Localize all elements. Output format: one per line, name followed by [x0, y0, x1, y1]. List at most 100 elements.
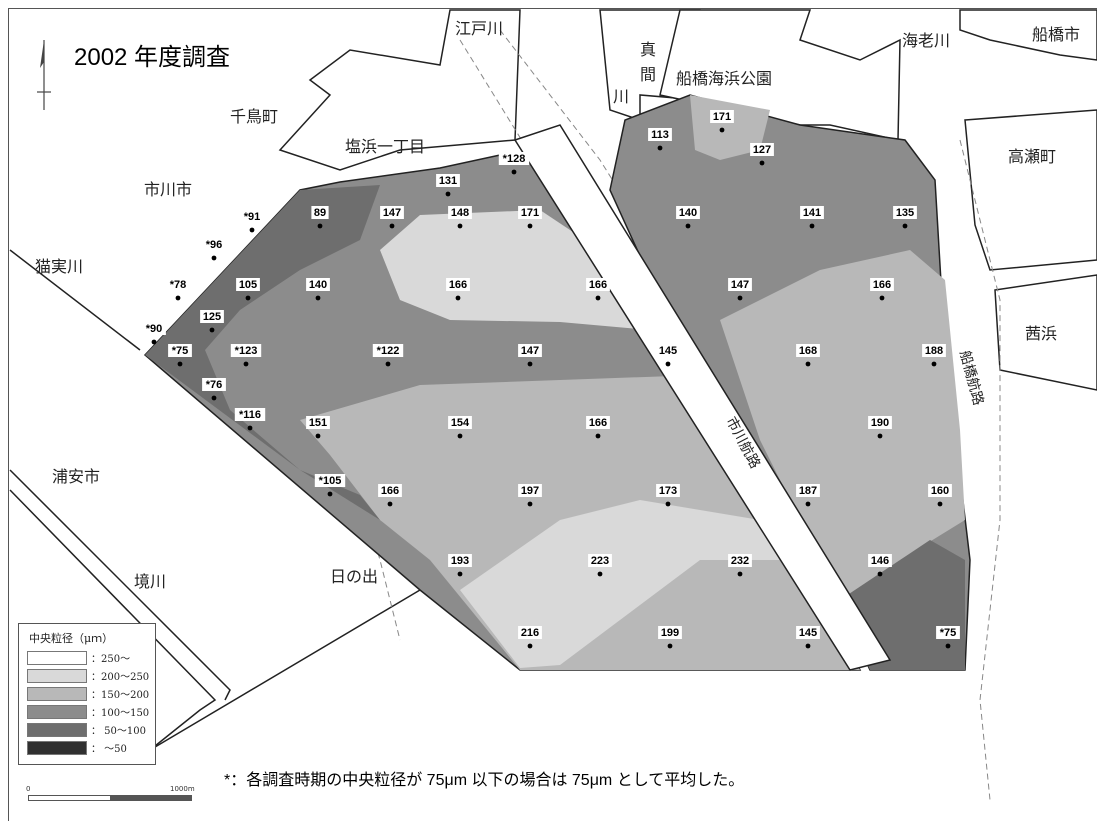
legend-label-150-200: ：150～200 — [91, 690, 150, 701]
station-label-bg — [656, 344, 680, 357]
station-label: 193 — [451, 555, 469, 567]
station-49: 145 — [796, 626, 820, 649]
label-ichikawa-city: 市川市 — [144, 180, 192, 199]
scale-bar-graphic — [28, 795, 192, 801]
station-dot — [879, 295, 885, 301]
station-41: 187 — [796, 484, 820, 507]
station-35: 166 — [586, 416, 610, 439]
station-dot — [665, 361, 671, 367]
zone-50-100-west — [145, 185, 380, 520]
station-38: 166 — [378, 484, 402, 507]
station-28: 145 — [656, 344, 680, 367]
label-shiohama: 塩浜一丁目 — [345, 137, 425, 156]
shorelines — [9, 249, 421, 751]
station-13: *91 — [240, 210, 264, 233]
station-label: 160 — [931, 485, 949, 497]
station-25: *123 — [230, 344, 262, 367]
station-label-bg — [378, 484, 402, 497]
land-chidoricho — [278, 9, 521, 171]
station-label: 146 — [871, 555, 889, 567]
station-label-bg — [202, 378, 226, 391]
station-50: *75 — [936, 626, 960, 649]
station-label: 147 — [521, 345, 539, 357]
legend-label-200-250: ：200～250 — [91, 672, 150, 683]
station-label: 140 — [309, 279, 327, 291]
station-dot — [667, 643, 673, 649]
label-urayasu-city: 浦安市 — [52, 467, 100, 486]
station-dot — [457, 433, 463, 439]
land-outlines — [278, 9, 1097, 391]
station-label: 145 — [799, 627, 817, 639]
station-6: 89 — [311, 206, 329, 229]
station-label: 171 — [713, 111, 731, 123]
station-label-bg — [518, 484, 542, 497]
land-takasecho — [964, 109, 1097, 271]
station-label: 127 — [753, 144, 771, 156]
station-label-bg — [380, 206, 404, 219]
footnote: *：各調査時期の中央粒径が 75μm 以下の場合は 75μm として平均した。 — [210, 764, 930, 798]
label-nekozanegawa: 猫実川 — [35, 257, 83, 276]
station-label-bg — [236, 278, 260, 291]
legend-title: 中央粒径（μｍ） — [29, 632, 114, 645]
label-mamagawa-3: 川 — [613, 87, 629, 106]
station-21: 166 — [870, 278, 894, 301]
station-dot — [211, 395, 217, 401]
station-label-bg — [750, 143, 774, 156]
station-label-bg — [436, 174, 460, 187]
station-dot — [931, 361, 937, 367]
label-chidoricho: 千鳥町 — [230, 107, 278, 126]
station-dot — [247, 425, 253, 431]
station-dot — [527, 643, 533, 649]
station-dot — [937, 501, 943, 507]
station-dot — [719, 127, 725, 133]
station-dot — [527, 223, 533, 229]
station-label-bg — [893, 206, 917, 219]
legend-label-50: ： ～50 — [91, 744, 127, 755]
legend-row-50-100: ： 50～100 — [27, 722, 146, 737]
label-ebigawa: 海老川 — [902, 31, 950, 50]
station-29: 168 — [796, 344, 820, 367]
scale-end: 1000m — [170, 785, 195, 793]
station-label: 113 — [651, 129, 669, 141]
label-funabashi-city: 船橋市 — [1032, 25, 1080, 44]
station-label-bg — [448, 554, 472, 567]
station-label-bg — [796, 344, 820, 357]
station-label: 166 — [589, 279, 607, 291]
station-dot — [595, 295, 601, 301]
station-label: *90 — [146, 323, 163, 335]
shoreline-nekozane — [9, 249, 141, 351]
station-label-bg — [518, 206, 542, 219]
station-label: 166 — [589, 417, 607, 429]
label-mamagawa-2: 間 — [640, 65, 656, 84]
station-label-bg — [796, 484, 820, 497]
station-label: *91 — [244, 211, 261, 223]
station-19: 166 — [586, 278, 610, 301]
station-dot — [249, 227, 255, 233]
station-43: 193 — [448, 554, 472, 577]
legend-row-50: ： ～50 — [27, 740, 127, 755]
station-17: 140 — [306, 278, 330, 301]
scale-start: 0 — [26, 785, 31, 793]
station-24: *75 — [168, 344, 192, 367]
legend: 中央粒径（μｍ） ：250～ ：200～250 ：150～200 ：100～15… — [18, 623, 156, 765]
label-edogawa: 江戸川 — [455, 19, 503, 38]
station-label: 190 — [871, 417, 889, 429]
station-dot — [151, 339, 157, 345]
station-39: 197 — [518, 484, 542, 507]
station-dot — [209, 327, 215, 333]
station-label: 105 — [239, 279, 257, 291]
station-label-bg — [870, 278, 894, 291]
station-label-bg — [586, 278, 610, 291]
station-26: *122 — [372, 344, 404, 367]
station-label-bg — [868, 416, 892, 429]
station-label: 154 — [451, 417, 470, 429]
station-30: 188 — [922, 344, 946, 367]
station-10: 140 — [676, 206, 700, 229]
station-18: 166 — [446, 278, 470, 301]
survey-title: 2002 年度調査 — [60, 36, 300, 80]
station-label-bg — [796, 626, 820, 639]
station-dot — [315, 433, 321, 439]
station-dot — [685, 223, 691, 229]
station-37: *105 — [314, 474, 346, 497]
station-dot — [737, 295, 743, 301]
